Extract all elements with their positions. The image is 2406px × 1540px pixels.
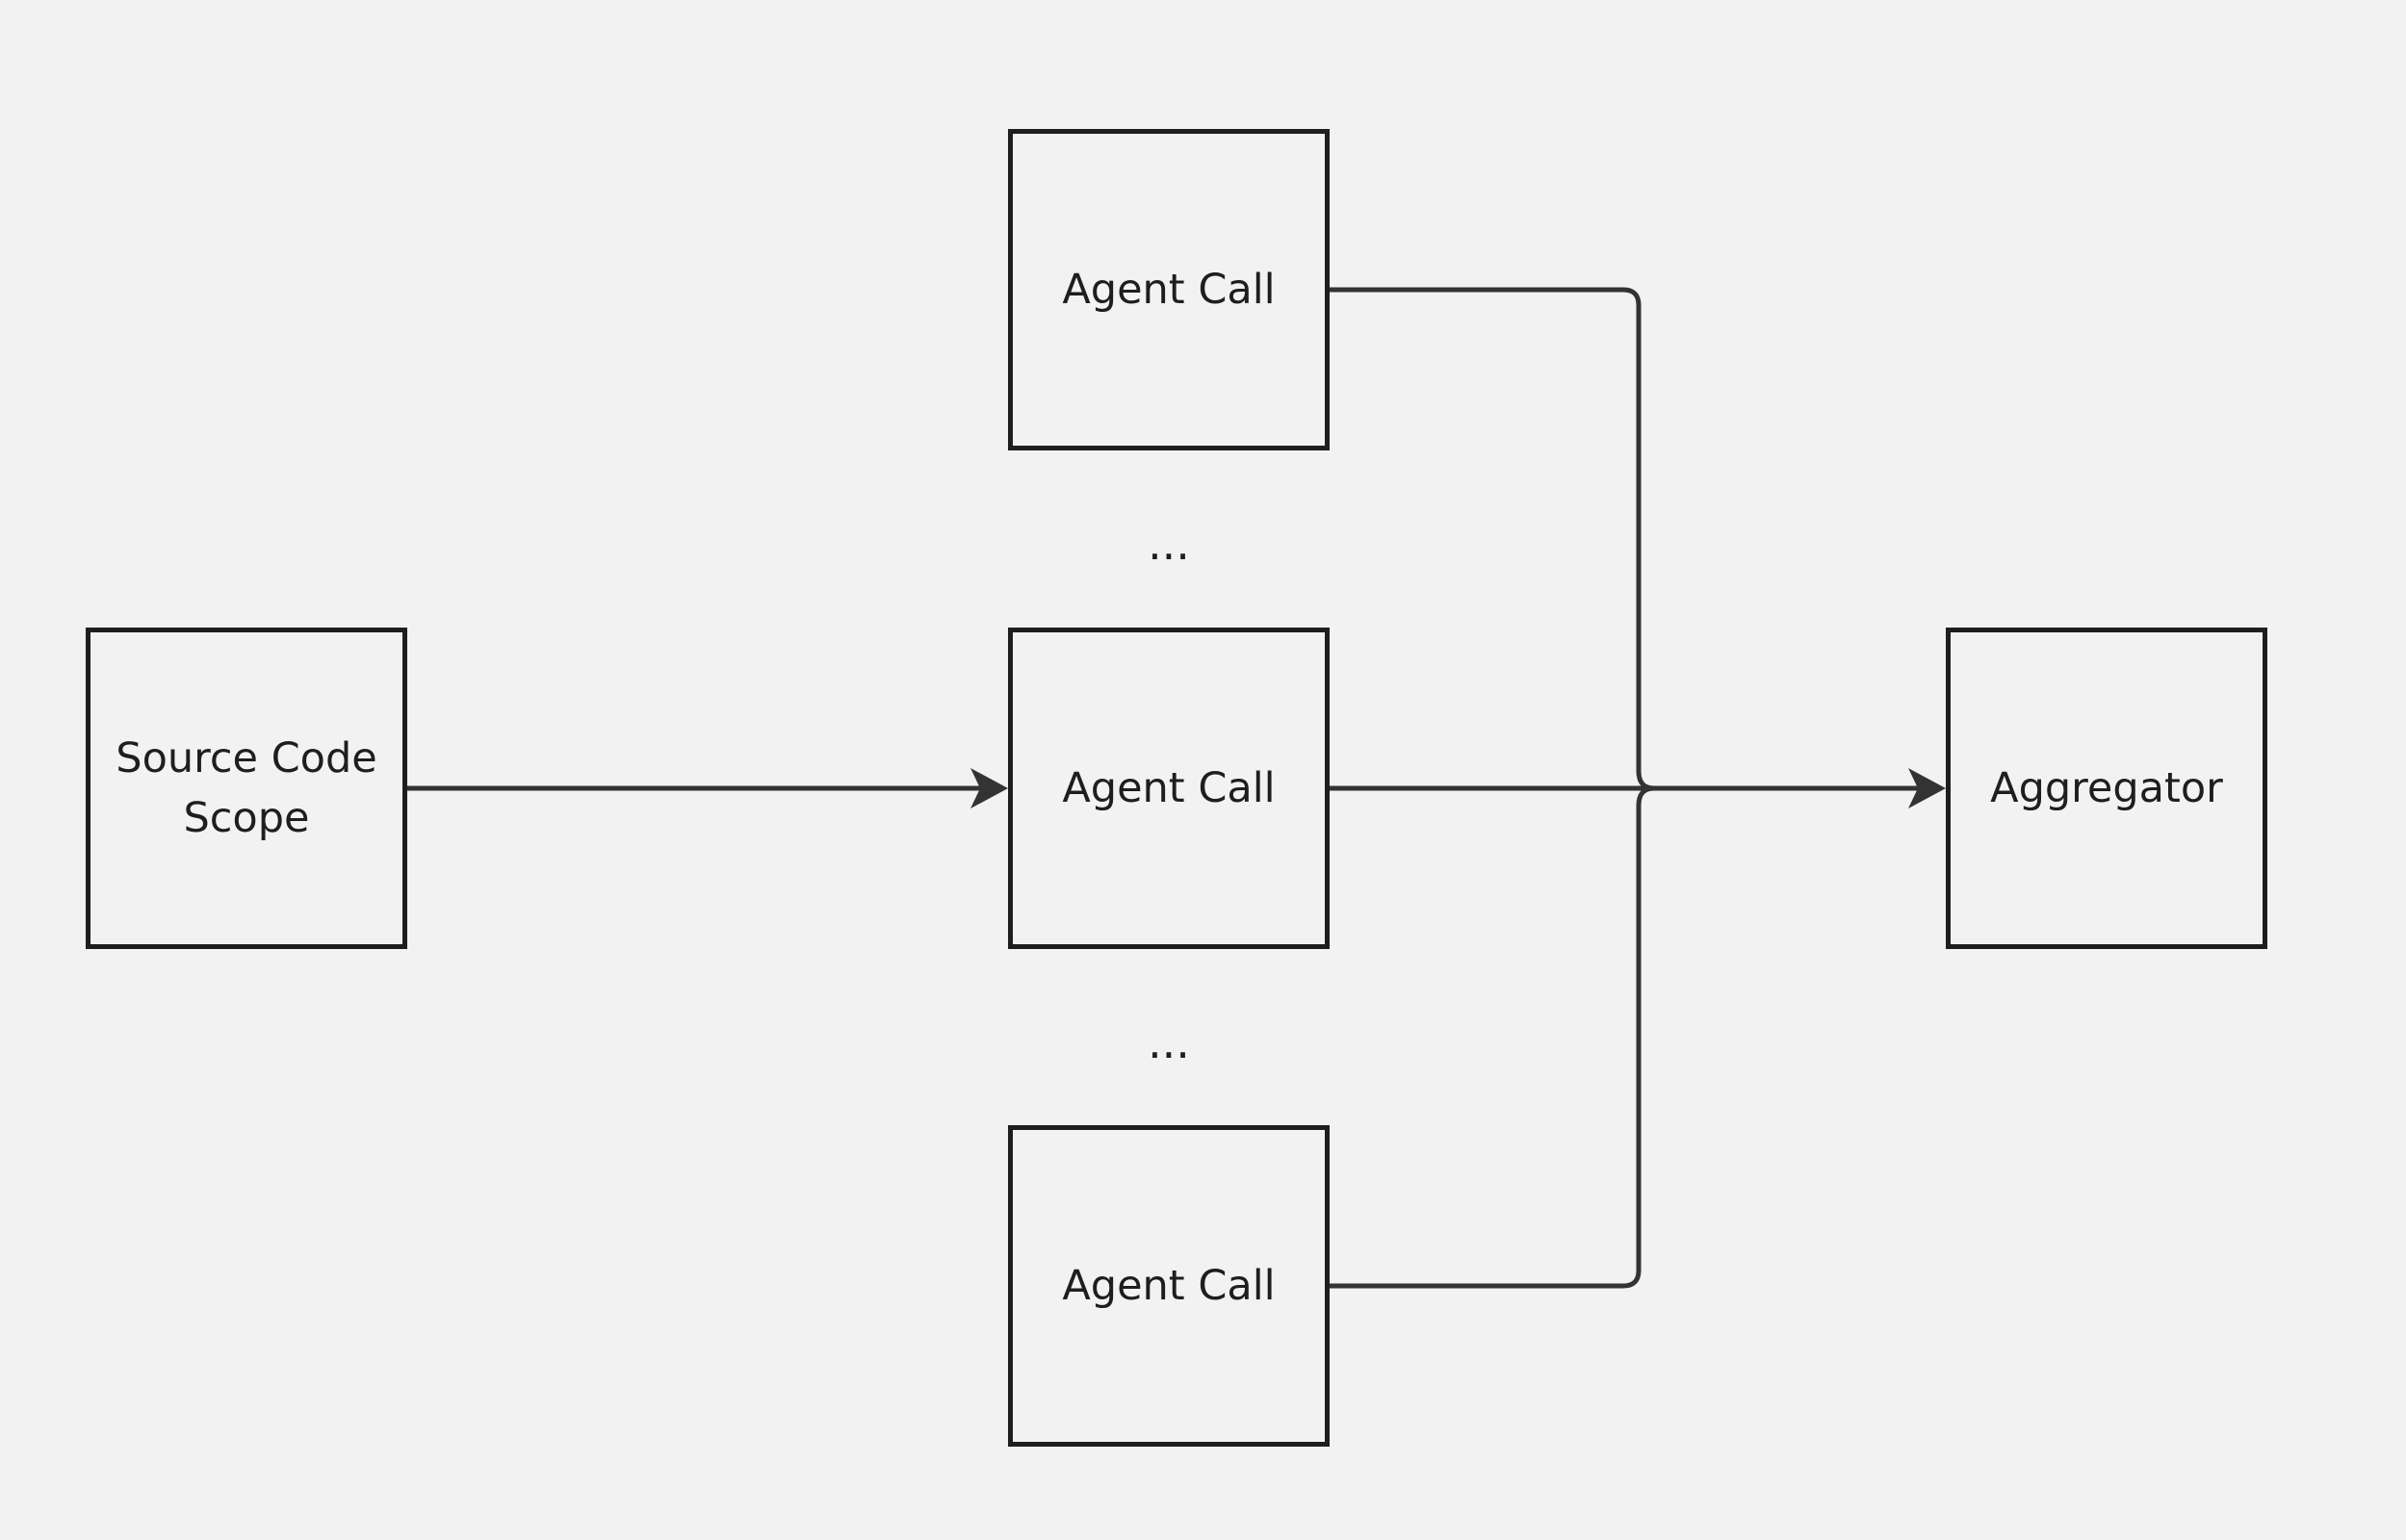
agent-call-node-top[interactable]: Agent Call — [1008, 129, 1330, 450]
source-code-scope-label: Source Code Scope — [116, 734, 377, 842]
arrowhead-agent — [970, 768, 1008, 808]
source-code-scope-node[interactable]: Source Code Scope — [86, 628, 407, 949]
edge-agent-bottom-to-aggregator — [1330, 785, 1655, 1289]
agent-call-label-bottom: Agent Call — [1062, 1262, 1276, 1310]
agent-call-node-bottom[interactable]: Agent Call — [1008, 1125, 1330, 1447]
arrowhead-aggregator — [1908, 768, 1946, 808]
aggregator-label: Aggregator — [1990, 764, 2223, 812]
agent-call-label-middle: Agent Call — [1062, 764, 1276, 812]
edge-agent-top-to-aggregator — [1330, 287, 1655, 791]
ellipsis-upper: ... — [1148, 518, 1190, 570]
aggregator-node[interactable]: Aggregator — [1946, 628, 2267, 949]
agent-call-label-top: Agent Call — [1062, 266, 1276, 314]
ellipsis-lower: ... — [1148, 1016, 1190, 1068]
agent-call-node-middle[interactable]: Agent Call — [1008, 628, 1330, 949]
